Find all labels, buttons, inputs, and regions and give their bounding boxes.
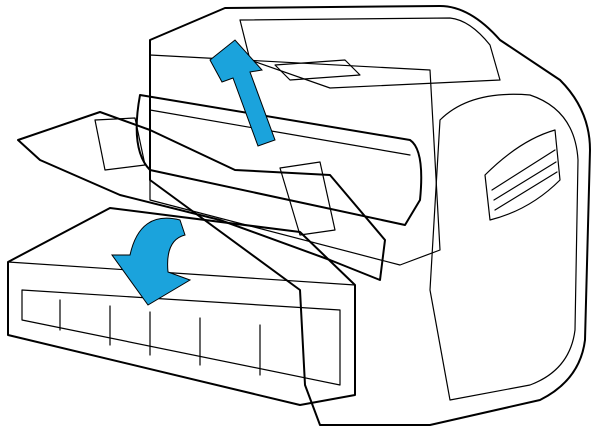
side-panel (429, 93, 579, 401)
output-tray (239, 17, 501, 89)
printer-body (149, 5, 591, 426)
input-tray (7, 207, 356, 406)
cartridge-door (17, 111, 386, 281)
door-guide-right (279, 161, 336, 236)
output-slot (274, 59, 361, 81)
tray-front (7, 261, 356, 386)
door-guide-left (94, 117, 146, 171)
cartridge-cavity (149, 54, 441, 266)
cartridge-edge (149, 109, 411, 156)
arrow-down-curved-icon (111, 217, 192, 306)
tray-slots (59, 299, 261, 376)
vent-slots (491, 149, 558, 211)
arrow-up-icon (209, 39, 276, 147)
side-vent (484, 129, 561, 221)
